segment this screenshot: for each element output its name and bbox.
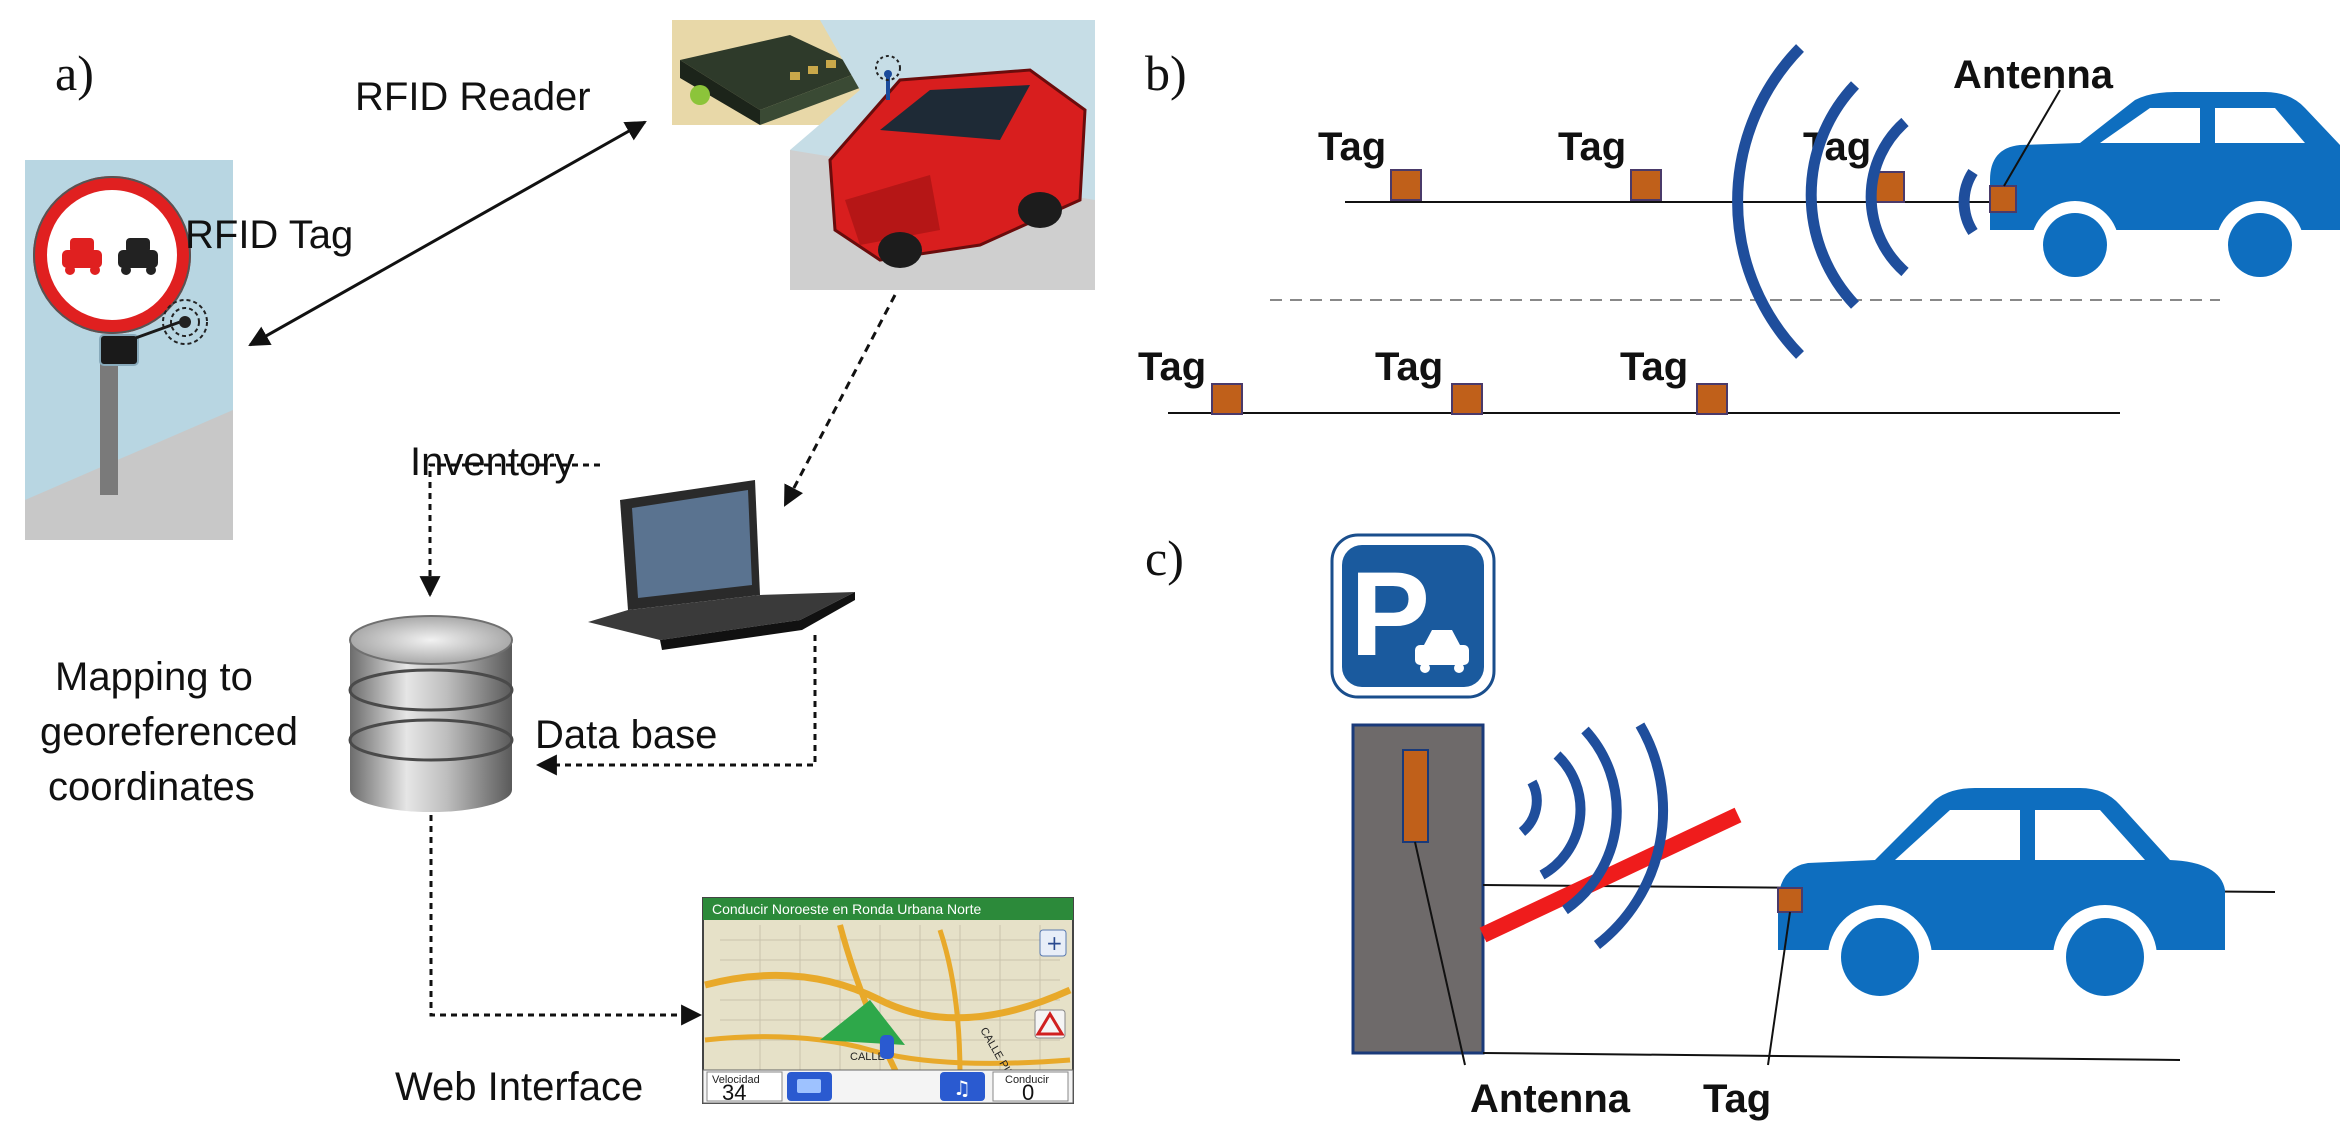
- tag-b-bottom-1: [1211, 383, 1243, 415]
- inventory-label: Inventory: [410, 440, 575, 484]
- panel-a-label: a): [55, 45, 94, 101]
- parking-sign-icon: P: [1330, 533, 1496, 699]
- gps-speed-label: Velocidad: [712, 1074, 760, 1086]
- gps-street-1: CALLE: [850, 1051, 885, 1063]
- gps-music-icon: ♫: [953, 1076, 971, 1100]
- tag-b-top-3: [1873, 171, 1905, 203]
- database-label: Data base: [535, 713, 717, 757]
- mapping-label-line2: georeferenced: [40, 710, 298, 754]
- tag-c-label: Tag: [1703, 1077, 1771, 1121]
- gps-warning-icon: [1035, 1011, 1065, 1036]
- antenna-b-label: Antenna: [1953, 53, 2114, 97]
- gps-zoom-in-icon: +: [1046, 931, 1063, 955]
- blue-car-b-icon: [1990, 92, 2340, 289]
- tag-b-top-1: [1390, 169, 1422, 201]
- laptop-icon: [588, 480, 855, 650]
- mapping-label-line3: coordinates: [48, 765, 255, 809]
- tag-label-b-bottom-1: Tag: [1138, 345, 1206, 389]
- rfid-reader-label: RFID Reader: [355, 75, 591, 119]
- road-line-c-bottom: [1482, 1052, 2181, 1061]
- tag-b-top-2: [1630, 169, 1662, 201]
- red-car-illustration: [790, 20, 1095, 290]
- tag-b-bottom-3: [1696, 383, 1728, 415]
- gps-vehicle-marker-icon: [880, 1035, 894, 1059]
- tag-c-pointer: [1767, 911, 1791, 1066]
- inventory-arrow: [419, 463, 600, 598]
- tag-label-b-bottom-2: Tag: [1375, 345, 1443, 389]
- mapping-label-line1: Mapping to: [55, 655, 253, 699]
- web-interface-label: Web Interface: [395, 1065, 643, 1109]
- gps-driver-value: 0: [1022, 1080, 1034, 1105]
- car-to-laptop-arrow: [783, 294, 897, 507]
- panel-c-label: c): [1145, 530, 1184, 586]
- antenna-c-pointer: [1414, 841, 1466, 1066]
- rfid-tag-device-icon: [99, 334, 139, 366]
- database-icon: [348, 615, 514, 812]
- gps-driver-label: Conducir: [1005, 1074, 1049, 1086]
- blue-car-c-icon: [1778, 788, 2225, 1009]
- gps-speed-value: 34: [722, 1080, 746, 1105]
- red-car-symbol-icon: [62, 238, 102, 275]
- barrier-arm: [1479, 807, 1742, 943]
- antenna-b: [1989, 185, 2017, 213]
- reader-tag-arrow: [248, 120, 647, 347]
- db-to-web-arrow: [429, 815, 703, 1026]
- radio-waves-c-icon: [1518, 722, 1668, 949]
- gps-vehicle-button-icon: [797, 1079, 821, 1093]
- radio-waves-b-icon: [1732, 44, 1978, 359]
- tag-c: [1777, 887, 1803, 913]
- antenna-c-label: Antenna: [1470, 1077, 1631, 1121]
- gps-map-screenshot: Conducir Noroeste en Ronda Urbana Norte …: [702, 897, 1074, 1105]
- black-car-symbol-icon: [118, 238, 158, 275]
- tag-b-bottom-2: [1451, 383, 1483, 415]
- antenna-b-pointer: [2003, 89, 2061, 187]
- tag-label-b-top-2: Tag: [1558, 125, 1626, 169]
- tag-label-b-bottom-3: Tag: [1620, 345, 1688, 389]
- gps-banner-text: Conducir Noroeste en Ronda Urbana Norte: [712, 901, 981, 917]
- tag-label-b-top-1: Tag: [1318, 125, 1386, 169]
- road-sign-illustration: [25, 160, 233, 540]
- antenna-c: [1402, 749, 1429, 843]
- panel-b-label: b): [1145, 45, 1187, 101]
- rfid-tag-label: RFID Tag: [185, 213, 353, 257]
